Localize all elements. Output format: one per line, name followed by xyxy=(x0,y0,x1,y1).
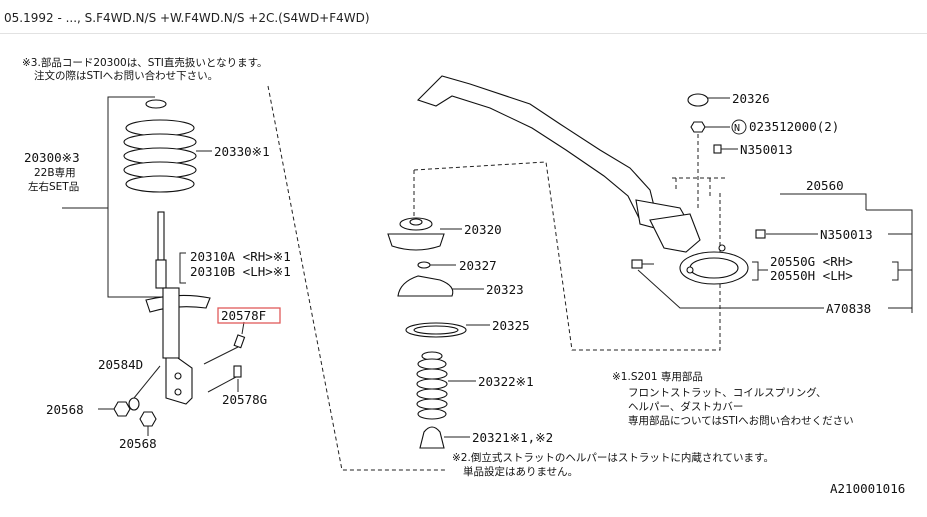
label-20330[interactable]: 20330※1 xyxy=(214,144,270,159)
label-023512000[interactable]: 023512000(2) xyxy=(749,119,839,134)
strut-assembly-left xyxy=(62,96,246,436)
label-20568-bottom[interactable]: 20568 xyxy=(119,436,157,451)
dust-boot xyxy=(416,351,448,420)
label-20310b[interactable]: 20310B <LH>※1 xyxy=(190,264,291,279)
n-circle-icon xyxy=(731,119,747,135)
label-20323[interactable]: 20323 xyxy=(486,282,524,297)
label-20578f[interactable]: 20578F xyxy=(221,308,266,323)
coil-spring xyxy=(123,119,197,193)
helper-bump-stop xyxy=(419,426,445,449)
note-3-line-1: ※3.部品コード20300は、STI直売扱いとなります。 xyxy=(22,56,268,69)
nut-left xyxy=(113,401,131,417)
tower-plate xyxy=(679,244,749,285)
label-n350013-top[interactable]: N350013 xyxy=(740,142,793,157)
spring-seat xyxy=(145,99,167,109)
label-n-circle: N xyxy=(734,123,740,134)
label-20310a[interactable]: 20310A <RH>※1 xyxy=(190,249,291,264)
note-2-line-2: 単品設定はありません。 xyxy=(463,465,578,478)
bolt-20578f xyxy=(203,321,246,365)
upper-mount xyxy=(387,233,445,251)
nut-bottom xyxy=(139,411,157,427)
mount-washer xyxy=(417,261,431,269)
note-1-line-2: ヘルパー、ダストカバー xyxy=(628,400,743,413)
page-header: 05.1992 - ..., S.F4WD.N/S +W.F4WD.N/S +2… xyxy=(0,0,927,34)
tower-nut-top xyxy=(690,121,706,133)
page-title: 05.1992 - ..., S.F4WD.N/S +W.F4WD.N/S +2… xyxy=(4,11,370,25)
label-a70838[interactable]: A70838 xyxy=(826,301,871,316)
bearing-seat xyxy=(397,275,454,297)
note-1-title: ※1.S201 専用部品 xyxy=(612,370,703,383)
label-20300-sub-1: 22B専用 xyxy=(34,167,76,179)
label-20578g[interactable]: 20578G xyxy=(222,392,267,407)
bolt-n350013-top xyxy=(713,144,722,154)
mount-stack xyxy=(387,217,490,449)
label-20327[interactable]: 20327 xyxy=(459,258,497,273)
label-20326[interactable]: 20326 xyxy=(732,91,770,106)
label-20321[interactable]: 20321※1,※2 xyxy=(472,430,553,445)
bolt-n350013-mid xyxy=(755,229,766,239)
label-20320[interactable]: 20320 xyxy=(464,222,502,237)
label-20300[interactable]: 20300※3 xyxy=(24,150,80,165)
label-20568-left[interactable]: 20568 xyxy=(46,402,84,417)
diagram-id: A210001016 xyxy=(830,481,905,496)
dashed-frame-center xyxy=(413,161,721,351)
label-20584d[interactable]: 20584D xyxy=(98,357,143,372)
bar-cap xyxy=(687,93,709,107)
bolt-a70838 xyxy=(631,259,912,309)
label-20550g[interactable]: 20550G <RH> xyxy=(770,254,853,269)
note-2-line-1: ※2.倒立式ストラットのヘルパーはストラットに内蔵されています。 xyxy=(452,451,774,464)
parts-diagram: ※3.部品コード20300は、STI直売扱いとなります。 注文の際はSTIへお問… xyxy=(22,56,913,496)
highlight-box-20578f xyxy=(217,307,281,324)
strut-tower-bar xyxy=(416,75,701,253)
label-20550h[interactable]: 20550H <LH> xyxy=(770,268,853,283)
label-n350013-mid[interactable]: N350013 xyxy=(820,227,873,242)
strut-body xyxy=(145,211,211,405)
note-3-line-2: 注文の際はSTIへお問い合わせ下さい。 xyxy=(34,69,218,82)
note-1-line-1: フロントストラット、コイルスプリング、 xyxy=(628,386,827,399)
label-20560[interactable]: 20560 xyxy=(806,178,844,193)
label-20325[interactable]: 20325 xyxy=(492,318,530,333)
label-20322[interactable]: 20322※1 xyxy=(478,374,534,389)
cam-washer xyxy=(128,397,140,411)
bolt-20578g xyxy=(207,365,242,393)
label-20300-sub-2: 左右SET品 xyxy=(28,180,79,193)
note-1-line-3: 専用部品についてはSTIへお問い合わせください xyxy=(628,414,854,427)
